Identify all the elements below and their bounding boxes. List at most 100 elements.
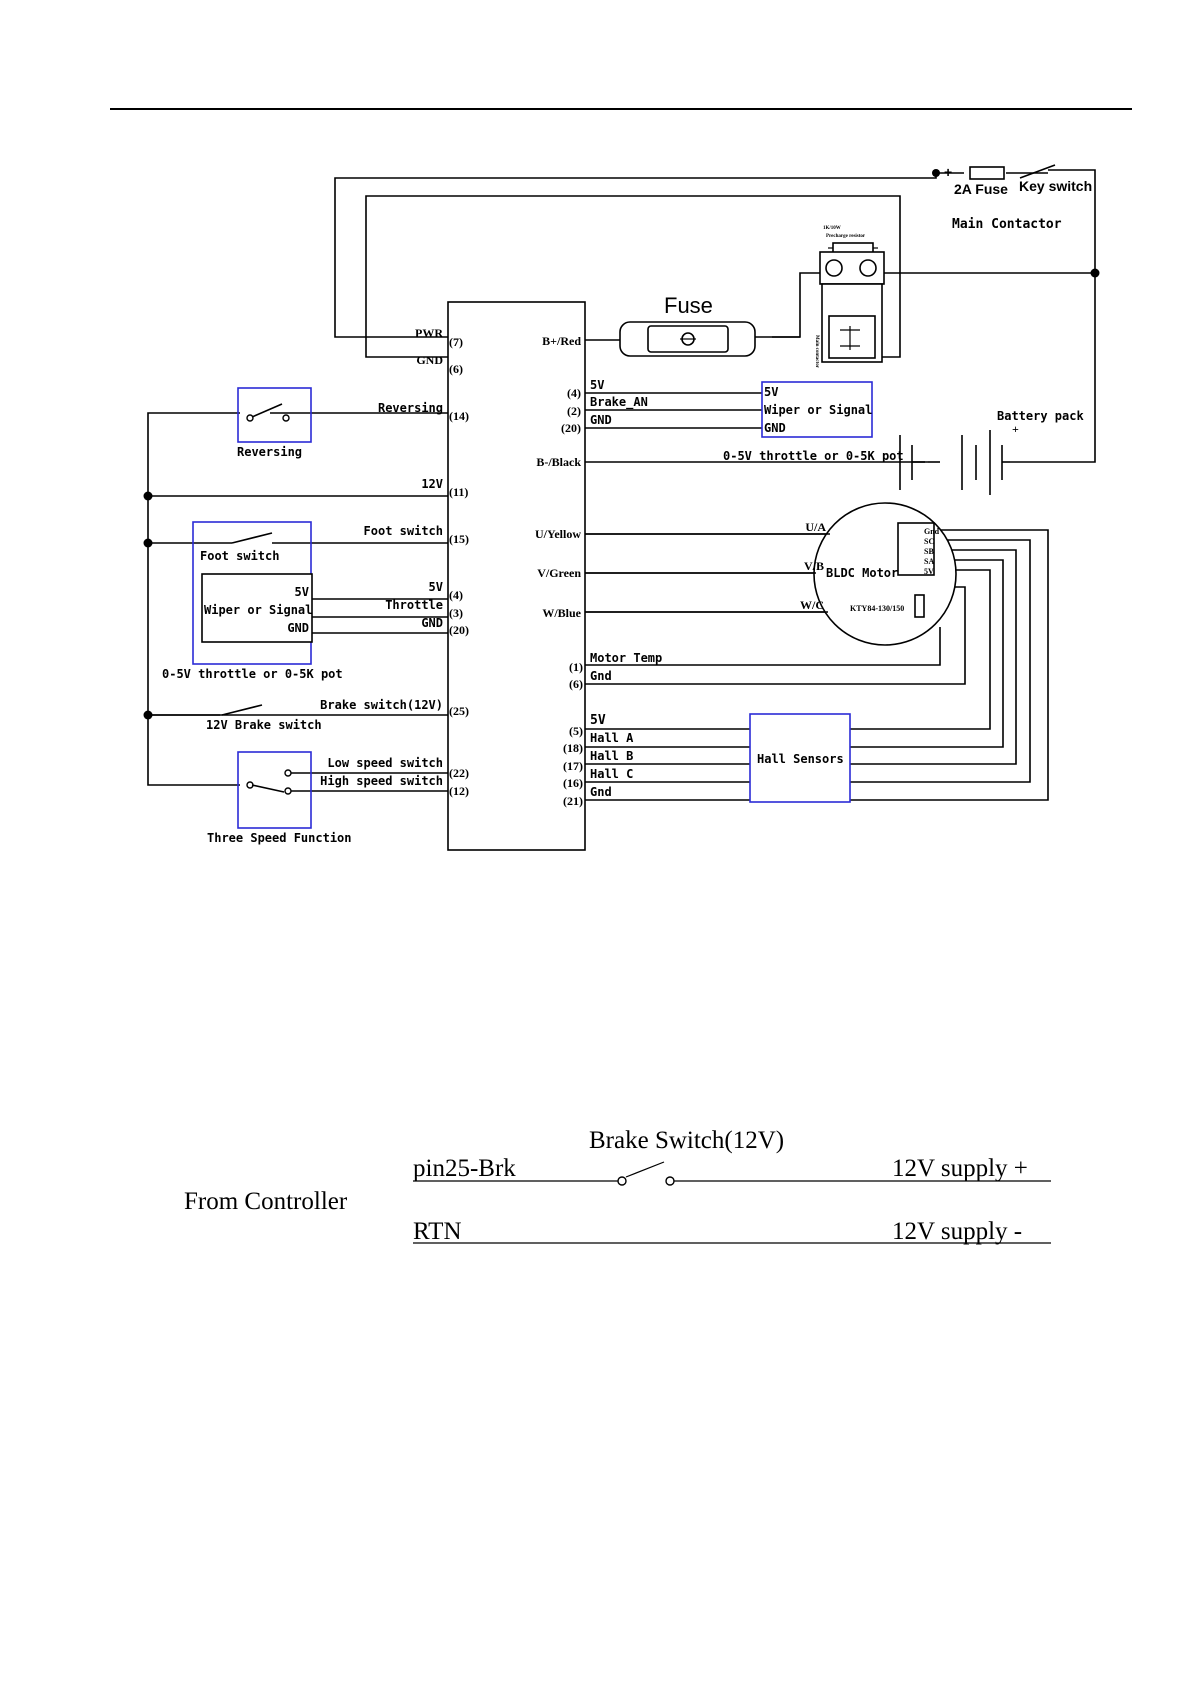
pin-21: (21) xyxy=(563,794,583,808)
pin-20: (20) xyxy=(561,421,581,435)
supply-plus-label: 12V supply + xyxy=(892,1155,1028,1182)
hall-sensors-label: Hall Sensors xyxy=(757,752,844,766)
battery-node xyxy=(1090,268,1100,278)
ua-label: U/A xyxy=(805,520,826,534)
controller-right-labels: B+/Red (4) 5V (2) Brake_AN (20) GND B-/B… xyxy=(535,334,662,808)
battery-pack-label: Battery pack xyxy=(997,409,1084,423)
v12-pin: (11) xyxy=(449,485,468,499)
brake-switch-label: 12V Brake switch xyxy=(206,718,322,732)
pwr-pin: (7) xyxy=(449,335,463,349)
key-switch-label: Key switch xyxy=(1019,178,1092,194)
w-label: W/Blue xyxy=(542,606,581,620)
temp-sensor-symbol xyxy=(914,594,925,618)
pwr-label: PWR xyxy=(415,326,443,340)
three-speed-box xyxy=(237,751,312,829)
motor-temp: Motor Temp xyxy=(590,651,662,665)
foot-label: Foot switch xyxy=(364,524,443,538)
foot-box-label: Foot switch xyxy=(200,549,279,563)
battery-plus: + xyxy=(1012,422,1019,436)
svg-text:SC: SC xyxy=(924,537,934,546)
high-speed-pin: (12) xyxy=(449,784,469,798)
svg-text:SB: SB xyxy=(924,547,934,556)
contactor-side-label: Main contactor xyxy=(814,335,819,369)
pin25-label: pin25-Brk xyxy=(413,1155,516,1182)
gnd-label: GND xyxy=(416,353,443,367)
left-pot-5v: 5V xyxy=(295,585,309,599)
pin-16: (16) xyxy=(563,776,583,790)
motor-label: BLDC Motor xyxy=(826,566,898,580)
right-pot-caption: 0-5V throttle or 0-5K pot xyxy=(723,449,904,463)
left-pot-signal: Wiper or Signal xyxy=(204,603,312,617)
three-speed-label: Three Speed Function xyxy=(207,831,352,845)
bplus-label: B+/Red xyxy=(542,334,581,348)
wc-label: W/C xyxy=(800,598,824,612)
brake-switch-symbol xyxy=(148,704,263,716)
svg-text:SA: SA xyxy=(924,557,934,566)
controller-box xyxy=(447,301,586,851)
from-controller-label: From Controller xyxy=(184,1188,348,1215)
plus-sign: + xyxy=(944,164,952,180)
right-pot-gnd: GND xyxy=(764,421,786,435)
left-pot-caption: 0-5V throttle or 0-5K pot xyxy=(162,667,343,681)
reversing-switch-symbol xyxy=(246,403,290,422)
throttle-gnd-pin: (20) xyxy=(449,623,469,637)
hall-5v: 5V xyxy=(590,713,606,728)
r-5v: 5V xyxy=(590,378,604,392)
main-fuse-symbol xyxy=(585,321,800,357)
rtn-label: RTN xyxy=(413,1218,462,1245)
right-pot-box xyxy=(761,381,873,438)
foot-pin: (15) xyxy=(449,532,469,546)
hall-a: Hall A xyxy=(590,731,634,745)
foot-switch-symbol xyxy=(231,532,273,544)
pin-4: (4) xyxy=(567,386,581,400)
throttle-label: Throttle xyxy=(385,598,443,612)
pin-1: (1) xyxy=(569,660,583,674)
motor-hall-pin-labels: Gnd SC SB SA 5V xyxy=(924,527,940,576)
left-pot-box xyxy=(201,573,313,643)
motor-hall-block xyxy=(897,522,935,576)
brake-an: Brake_AN xyxy=(590,395,648,410)
hall-b: Hall B xyxy=(590,749,633,763)
main-contactor-label: Main Contactor xyxy=(952,217,1062,232)
three-speed-switch-symbol xyxy=(246,769,292,795)
pin-5: (5) xyxy=(569,724,583,738)
low-speed-pin: (22) xyxy=(449,766,469,780)
v5-label: 5V xyxy=(429,580,443,594)
pin-6: (6) xyxy=(569,677,583,691)
vb-label: V/B xyxy=(804,559,824,573)
v-label: V/Green xyxy=(537,566,581,580)
fuse-label: Fuse xyxy=(664,293,713,318)
u-label: U/Yellow xyxy=(535,527,581,541)
key-switch-symbol xyxy=(1019,164,1056,179)
resistor-sublabel: Precharge resistor xyxy=(826,234,866,239)
hall-c: Hall C xyxy=(590,767,633,781)
brake-pin: (25) xyxy=(449,704,469,718)
pin-2: (2) xyxy=(567,404,581,418)
throttle-gnd-label: GND xyxy=(421,616,443,630)
v12-label: 12V xyxy=(421,477,443,491)
high-speed-label: High speed switch xyxy=(320,774,443,788)
brake-diagram-title: Brake Switch(12V) xyxy=(589,1127,784,1154)
reversing-label: Reversing xyxy=(378,401,443,415)
right-pot-signal: Wiper or Signal xyxy=(764,403,872,417)
battery-symbol xyxy=(899,430,1010,495)
pin-17: (17) xyxy=(563,759,583,773)
supply-minus-label: 12V supply - xyxy=(892,1218,1022,1245)
gnd-pin: (6) xyxy=(449,362,463,376)
v5-pin: (4) xyxy=(449,588,463,602)
brake-label: Brake switch(12V) xyxy=(320,698,443,712)
low-speed-label: Low speed switch xyxy=(327,756,443,770)
hall-sensors-box xyxy=(749,713,851,803)
fuse-2a-symbol xyxy=(969,166,1005,180)
plus-node xyxy=(932,169,940,177)
bminus-label: B-/Black xyxy=(536,455,581,469)
hall-gnd: Gnd xyxy=(590,785,612,799)
junction-foot xyxy=(143,538,153,548)
r-gnd: GND xyxy=(590,413,612,427)
brake-switch-diagram: Brake Switch(12V) From Controller pin25-… xyxy=(184,1127,1051,1245)
kty-label: KTY84-130/150 xyxy=(850,604,904,613)
reversing-box xyxy=(237,387,312,443)
svg-text:5V: 5V xyxy=(924,567,934,576)
right-pot-5v: 5V xyxy=(764,385,778,399)
